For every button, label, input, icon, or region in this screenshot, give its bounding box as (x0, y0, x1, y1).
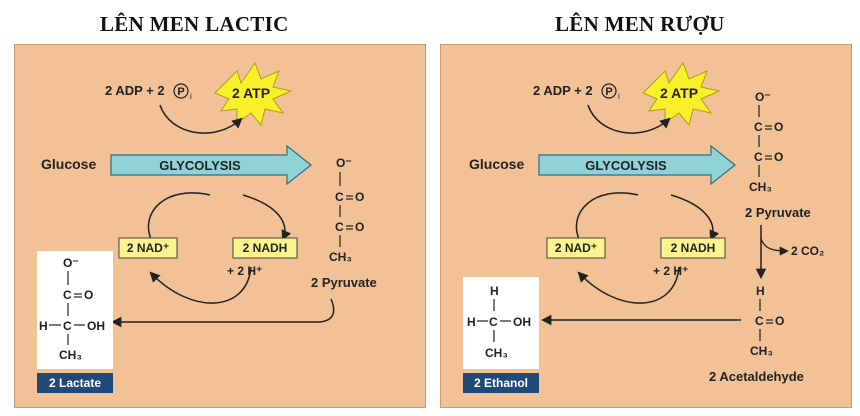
svg-text:C: C (754, 150, 763, 164)
pi-subscript: i (190, 92, 192, 101)
adp-to-atp-arrow (587, 104, 671, 134)
pyruvate-label: 2 Pyruvate (745, 205, 811, 220)
nadh-to-nad-arrow (149, 266, 252, 304)
nad-label: 2 NAD⁺ (555, 241, 597, 255)
svg-text:C: C (63, 319, 72, 333)
atp-label: 2 ATP (232, 85, 270, 101)
pyruvate-label: 2 Pyruvate (311, 275, 377, 290)
h-plus-label: + 2 H⁺ (227, 264, 262, 278)
svg-text:C: C (755, 314, 764, 328)
pyruvate-structure: O⁻ C O C O CH₃ (749, 90, 783, 194)
pi-circle (173, 83, 189, 99)
alcohol-title: LÊN MEN RƯỢU (555, 12, 725, 36)
acetaldehyde-structure: H C O CH₃ (750, 284, 784, 358)
glucose-label: Glucose (41, 156, 96, 172)
nadh-to-nad-arrow (577, 266, 680, 304)
glycolysis-label: GLYCOLYSIS (159, 158, 241, 173)
lactic-title: LÊN MEN LACTIC (100, 12, 289, 36)
svg-text:C: C (335, 190, 344, 204)
svg-text:O: O (774, 120, 783, 134)
svg-text:C: C (63, 288, 72, 302)
adp-label: 2 ADP + 2 (533, 83, 593, 98)
svg-text:CH₃: CH₃ (750, 344, 773, 358)
svg-text:C: C (335, 220, 344, 234)
co2-release-arrow (760, 238, 789, 256)
nadh-box (232, 237, 298, 259)
acetaldehyde-label: 2 Acetaldehyde (709, 369, 804, 384)
glycolysis-label: GLYCOLYSIS (585, 158, 667, 173)
co2-label: 2 CO₂ (791, 244, 824, 258)
lactate-label-box (37, 373, 113, 393)
svg-text:H: H (490, 284, 499, 298)
svg-text:CH₃: CH₃ (749, 180, 772, 194)
nadh-label: 2 NADH (671, 241, 716, 255)
svg-text:OH: OH (87, 319, 105, 333)
h-plus-label: + 2 H⁺ (653, 264, 688, 278)
pi-circle (601, 83, 617, 99)
pi-subscript: i (618, 92, 620, 101)
ethanol-label-box (463, 373, 539, 393)
alcohol-diagram: 2 ADP + 2 P i 2 ATP Glucose GLYCOLYSIS 2… (463, 61, 824, 393)
lactate-box (37, 251, 113, 369)
pi-symbol: P (177, 86, 184, 98)
svg-text:O: O (355, 220, 364, 234)
alcohol-panel: 2 ADP + 2 P i 2 ATP Glucose GLYCOLYSIS 2… (440, 44, 852, 408)
pyruvate-structure: O⁻ C O C O CH₃ (329, 156, 364, 264)
ethanol-label: 2 Ethanol (474, 376, 528, 390)
svg-text:O⁻: O⁻ (755, 90, 771, 104)
nadh-box (660, 237, 726, 259)
lactate-structure: O⁻ C O H C OH CH₃ (39, 256, 105, 362)
svg-text:H: H (39, 319, 48, 333)
glycolysis-arrow (538, 144, 736, 186)
cycle-top-left-arc (575, 192, 639, 240)
svg-text:O⁻: O⁻ (63, 256, 79, 270)
lactate-label: 2 Lactate (49, 376, 101, 390)
svg-text:CH₃: CH₃ (485, 346, 508, 360)
adp-label: 2 ADP + 2 (105, 83, 165, 98)
svg-text:O: O (775, 314, 784, 328)
atp-label: 2 ATP (660, 85, 698, 101)
nad-box (546, 237, 606, 259)
nad-label: 2 NAD⁺ (127, 241, 169, 255)
lactic-diagram: 2 ADP + 2 P i 2 ATP Glucose GLYCOLYSIS 2… (37, 61, 377, 393)
nad-box (118, 237, 178, 259)
svg-text:CH₃: CH₃ (59, 348, 82, 362)
atp-star-icon (214, 61, 293, 127)
svg-text:O: O (774, 150, 783, 164)
lactic-panel: 2 ADP + 2 P i 2 ATP Glucose GLYCOLYSIS 2… (14, 44, 426, 408)
svg-text:O: O (84, 288, 93, 302)
svg-text:CH₃: CH₃ (329, 250, 352, 264)
nad-to-nadh-arrow (242, 194, 292, 241)
nad-to-nadh-arrow (670, 194, 720, 241)
cycle-top-left-arc (147, 192, 211, 240)
svg-text:H: H (756, 284, 765, 298)
ethanol-box (463, 277, 539, 369)
adp-to-atp-arrow (159, 104, 243, 134)
pyruvate-to-lactate-arrow (110, 298, 335, 328)
glucose-label: Glucose (469, 156, 524, 172)
glycolysis-arrow (110, 144, 312, 186)
svg-text:C: C (754, 120, 763, 134)
atp-star-icon (642, 61, 721, 127)
svg-text:C: C (489, 315, 498, 329)
nadh-label: 2 NADH (243, 241, 288, 255)
svg-text:O: O (355, 190, 364, 204)
svg-text:O⁻: O⁻ (336, 156, 352, 170)
svg-text:H: H (467, 315, 476, 329)
ethanol-structure: H H C OH CH₃ (467, 284, 531, 360)
svg-text:OH: OH (513, 315, 531, 329)
pi-symbol: P (605, 86, 612, 98)
